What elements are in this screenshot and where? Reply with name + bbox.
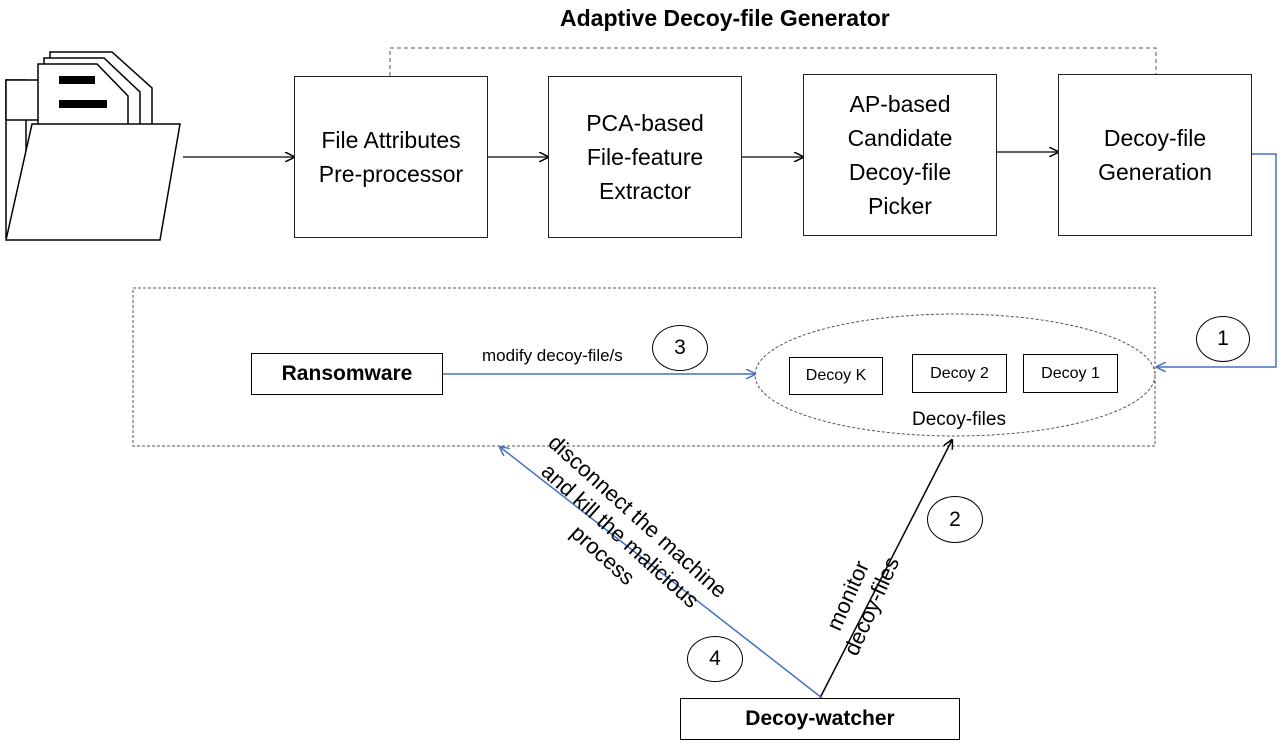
- arrow-step-2: [819, 440, 952, 699]
- decoy-files-label: Decoy-files: [912, 409, 1006, 430]
- arrow-step-1: [1157, 153, 1277, 367]
- arrow-step-4: [500, 447, 823, 699]
- diagram-title: Adaptive Decoy-file Generator: [560, 5, 890, 31]
- stage-box-decoy-generation: Decoy-file Generation: [1058, 74, 1252, 236]
- step-number-3: 3: [652, 325, 708, 371]
- decoy-box-k: Decoy K: [789, 357, 883, 395]
- stage-box-candidate-picker: AP-based Candidate Decoy-file Picker: [803, 74, 997, 236]
- step-number-2: 2: [927, 496, 983, 543]
- step-number-4: 4: [687, 636, 743, 682]
- ransomware-box: Ransomware: [251, 353, 443, 395]
- stage-label: PCA-based File-feature Extractor: [586, 110, 704, 204]
- step-number-1: 1: [1196, 316, 1250, 362]
- stage-label: AP-based Candidate Decoy-file Picker: [847, 91, 953, 219]
- folder-with-documents-icon: [5, 51, 181, 241]
- decoy-box-2: Decoy 2: [912, 354, 1007, 393]
- stage-label: File Attributes Pre-processor: [318, 127, 464, 187]
- decoy-box-1: Decoy 1: [1023, 354, 1118, 393]
- environment-box: [132, 287, 1156, 447]
- modify-label: modify decoy-file/s: [482, 346, 623, 365]
- generator-bracket: [389, 47, 1157, 76]
- decoy-files-ellipse: [754, 313, 1156, 437]
- decoy-watcher-box: Decoy-watcher: [680, 698, 960, 740]
- stage-box-preprocessor: File Attributes Pre-processor: [294, 76, 488, 238]
- stage-label: Decoy-file Generation: [1098, 125, 1212, 185]
- stage-box-feature-extractor: PCA-based File-feature Extractor: [548, 76, 742, 238]
